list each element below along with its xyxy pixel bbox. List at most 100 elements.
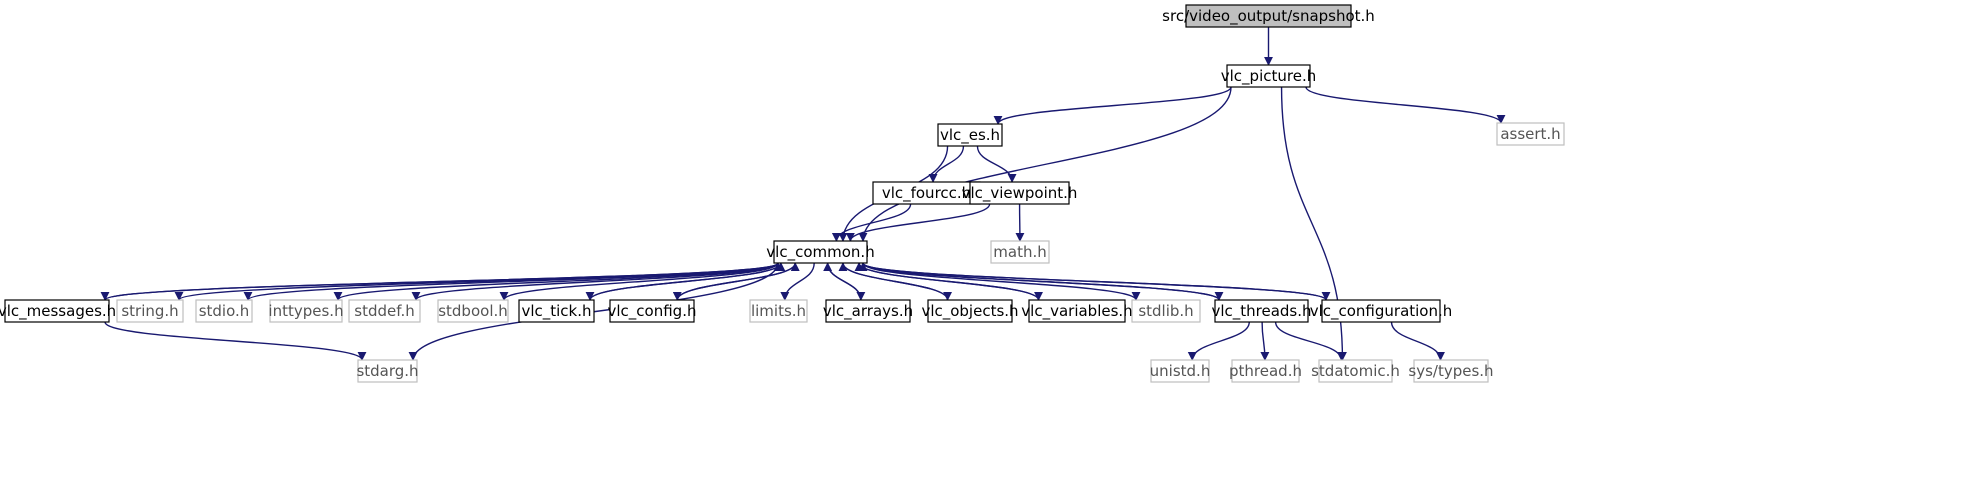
- node-label: stdarg.h: [356, 362, 418, 380]
- node-vlc-tick-h[interactable]: vlc_tick.h: [518, 299, 595, 323]
- node-label: vlc_es.h: [940, 126, 1000, 145]
- node-box: [4, 299, 110, 323]
- node-label: vlc_configuration.h: [1310, 302, 1453, 321]
- node-vlc-configuration-h[interactable]: vlc_configuration.h: [1310, 299, 1453, 323]
- node-box: [1413, 359, 1489, 383]
- node-vlc-viewpoint-h[interactable]: vlc_viewpoint.h: [962, 181, 1078, 205]
- edge-vlc_configuration_h-to-vlc_common_h: [858, 262, 1327, 301]
- edge-vlc_viewpoint_h-to-vlc_common_h: [845, 203, 991, 242]
- edge-vlc_objects_h-to-vlc_common_h: [838, 262, 949, 301]
- node-label: vlc_messages.h: [0, 302, 116, 321]
- node-vlc-variables-h[interactable]: vlc_variables.h: [1021, 299, 1133, 323]
- edge-vlc_tick_h-to-vlc_common_h: [589, 262, 786, 301]
- node-stddef-h: stddef.h: [348, 299, 421, 323]
- node-vlc-config-h[interactable]: vlc_config.h: [608, 299, 697, 323]
- edge-vlc_common_h-to-stdarg_h: [408, 262, 779, 361]
- node-label: inttypes.h: [268, 302, 343, 320]
- node-box: [1185, 4, 1352, 28]
- edge-vlc_threads_h-to-stdatomic_h: [1274, 321, 1346, 361]
- node-box: [1214, 299, 1309, 323]
- edge-vlc_picture_h-to-vlc_common_h: [858, 86, 1232, 242]
- node-label: stdio.h: [199, 302, 250, 320]
- node-box: [1321, 299, 1441, 323]
- node-label: stdatomic.h: [1311, 362, 1400, 380]
- node-stdbool-h: stdbool.h: [437, 299, 509, 323]
- node-stdio-h: stdio.h: [195, 299, 253, 323]
- edge-vlc_threads_h-to-pthread_h: [1260, 321, 1270, 361]
- edge-vlc_picture_h-to-assert_h: [1305, 86, 1506, 124]
- node-box: [348, 299, 421, 323]
- node-box: [1028, 299, 1126, 323]
- node-label: vlc_objects.h: [921, 302, 1018, 321]
- edge-vlc_threads_h-to-unistd_h: [1187, 321, 1250, 361]
- node-box: [825, 299, 911, 323]
- node-box: [1318, 359, 1393, 383]
- node-limits-h: limits.h: [749, 299, 808, 323]
- edge-vlc_common_h-to-inttypes_h: [333, 262, 779, 301]
- node-vlc-objects-h[interactable]: vlc_objects.h: [921, 299, 1019, 323]
- edge-vlc_messages_h-to-stdarg_h: [104, 321, 367, 361]
- node-box: [749, 299, 808, 323]
- node-box: [437, 299, 509, 323]
- node-vlc-es-h[interactable]: vlc_es.h: [937, 123, 1003, 147]
- node-label: vlc_variables.h: [1021, 302, 1132, 321]
- node-box: [1150, 359, 1210, 383]
- node-box: [269, 299, 343, 323]
- node-vlc-common-h[interactable]: vlc_common.h: [766, 240, 875, 264]
- edge-vlc_common_h-to-stdbool_h: [499, 262, 779, 301]
- node-label: vlc_fourcc.h: [882, 184, 971, 203]
- node-math-h: math.h: [990, 240, 1050, 264]
- node-inttypes-h: inttypes.h: [268, 299, 344, 323]
- node-box: [927, 299, 1013, 323]
- node-snapshot-h[interactable]: src/video_output/snapshot.h: [1162, 4, 1375, 28]
- node-label: limits.h: [751, 302, 806, 320]
- node-vlc-threads-h[interactable]: vlc_threads.h: [1211, 299, 1312, 323]
- node-label: vlc_viewpoint.h: [962, 184, 1078, 203]
- edge-vlc_common_h-to-stdlib_h: [862, 262, 1141, 301]
- node-stdatomic-h: stdatomic.h: [1311, 359, 1400, 383]
- node-box: [518, 299, 595, 323]
- node-label: math.h: [993, 243, 1046, 261]
- edge-vlc_es_h-to-vlc_viewpoint_h: [976, 145, 1017, 183]
- node-pthread-h: pthread.h: [1229, 359, 1302, 383]
- edge-vlc_common_h-to-stddef_h: [411, 262, 779, 301]
- edge-vlc_configuration_h-to-sys_types_h: [1390, 321, 1445, 361]
- node-box: [609, 299, 695, 323]
- node-vlc-arrays-h[interactable]: vlc_arrays.h: [823, 299, 913, 323]
- node-vlc-messages-h[interactable]: vlc_messages.h: [0, 299, 116, 323]
- node-label: vlc_arrays.h: [823, 302, 913, 321]
- node-box: [990, 240, 1050, 264]
- node-box: [773, 240, 868, 264]
- node-label: pthread.h: [1229, 362, 1302, 380]
- node-stdlib-h: stdlib.h: [1131, 299, 1201, 323]
- node-assert-h: assert.h: [1496, 122, 1565, 146]
- edge-vlc_config_h-to-vlc_common_h: [676, 262, 800, 301]
- node-label: unistd.h: [1150, 362, 1211, 380]
- edge-vlc_threads_h-to-vlc_common_h: [858, 262, 1220, 301]
- node-sys-types-h: sys/types.h: [1408, 359, 1494, 383]
- edge-vlc_variables_h-to-vlc_common_h: [854, 262, 1040, 301]
- node-box: [1496, 122, 1565, 146]
- edge-vlc_fourcc_h-to-vlc_common_h: [831, 203, 912, 242]
- node-label: stdlib.h: [1138, 302, 1193, 320]
- node-box: [195, 299, 253, 323]
- node-box: [969, 181, 1070, 205]
- edge-vlc_common_h-to-limits_h: [780, 262, 815, 301]
- node-box: [1231, 359, 1300, 383]
- edge-vlc_arrays_h-to-vlc_common_h: [823, 262, 862, 301]
- node-label: vlc_tick.h: [521, 302, 591, 321]
- edge-vlc_messages_h-to-vlc_common_h: [104, 262, 783, 301]
- node-stdarg-h: stdarg.h: [356, 359, 419, 383]
- node-label: stddef.h: [354, 302, 414, 320]
- node-box: [357, 359, 418, 383]
- node-label: vlc_config.h: [608, 302, 697, 321]
- node-label: vlc_threads.h: [1211, 302, 1311, 321]
- node-label: vlc_picture.h: [1221, 67, 1316, 86]
- node-vlc-fourcc-h[interactable]: vlc_fourcc.h: [872, 181, 981, 205]
- node-label: src/video_output/snapshot.h: [1162, 7, 1375, 26]
- edge-vlc_es_h-to-vlc_fourcc_h: [928, 145, 965, 183]
- node-vlc-picture-h[interactable]: vlc_picture.h: [1221, 64, 1316, 88]
- node-label: vlc_common.h: [766, 243, 874, 262]
- node-box: [1131, 299, 1201, 323]
